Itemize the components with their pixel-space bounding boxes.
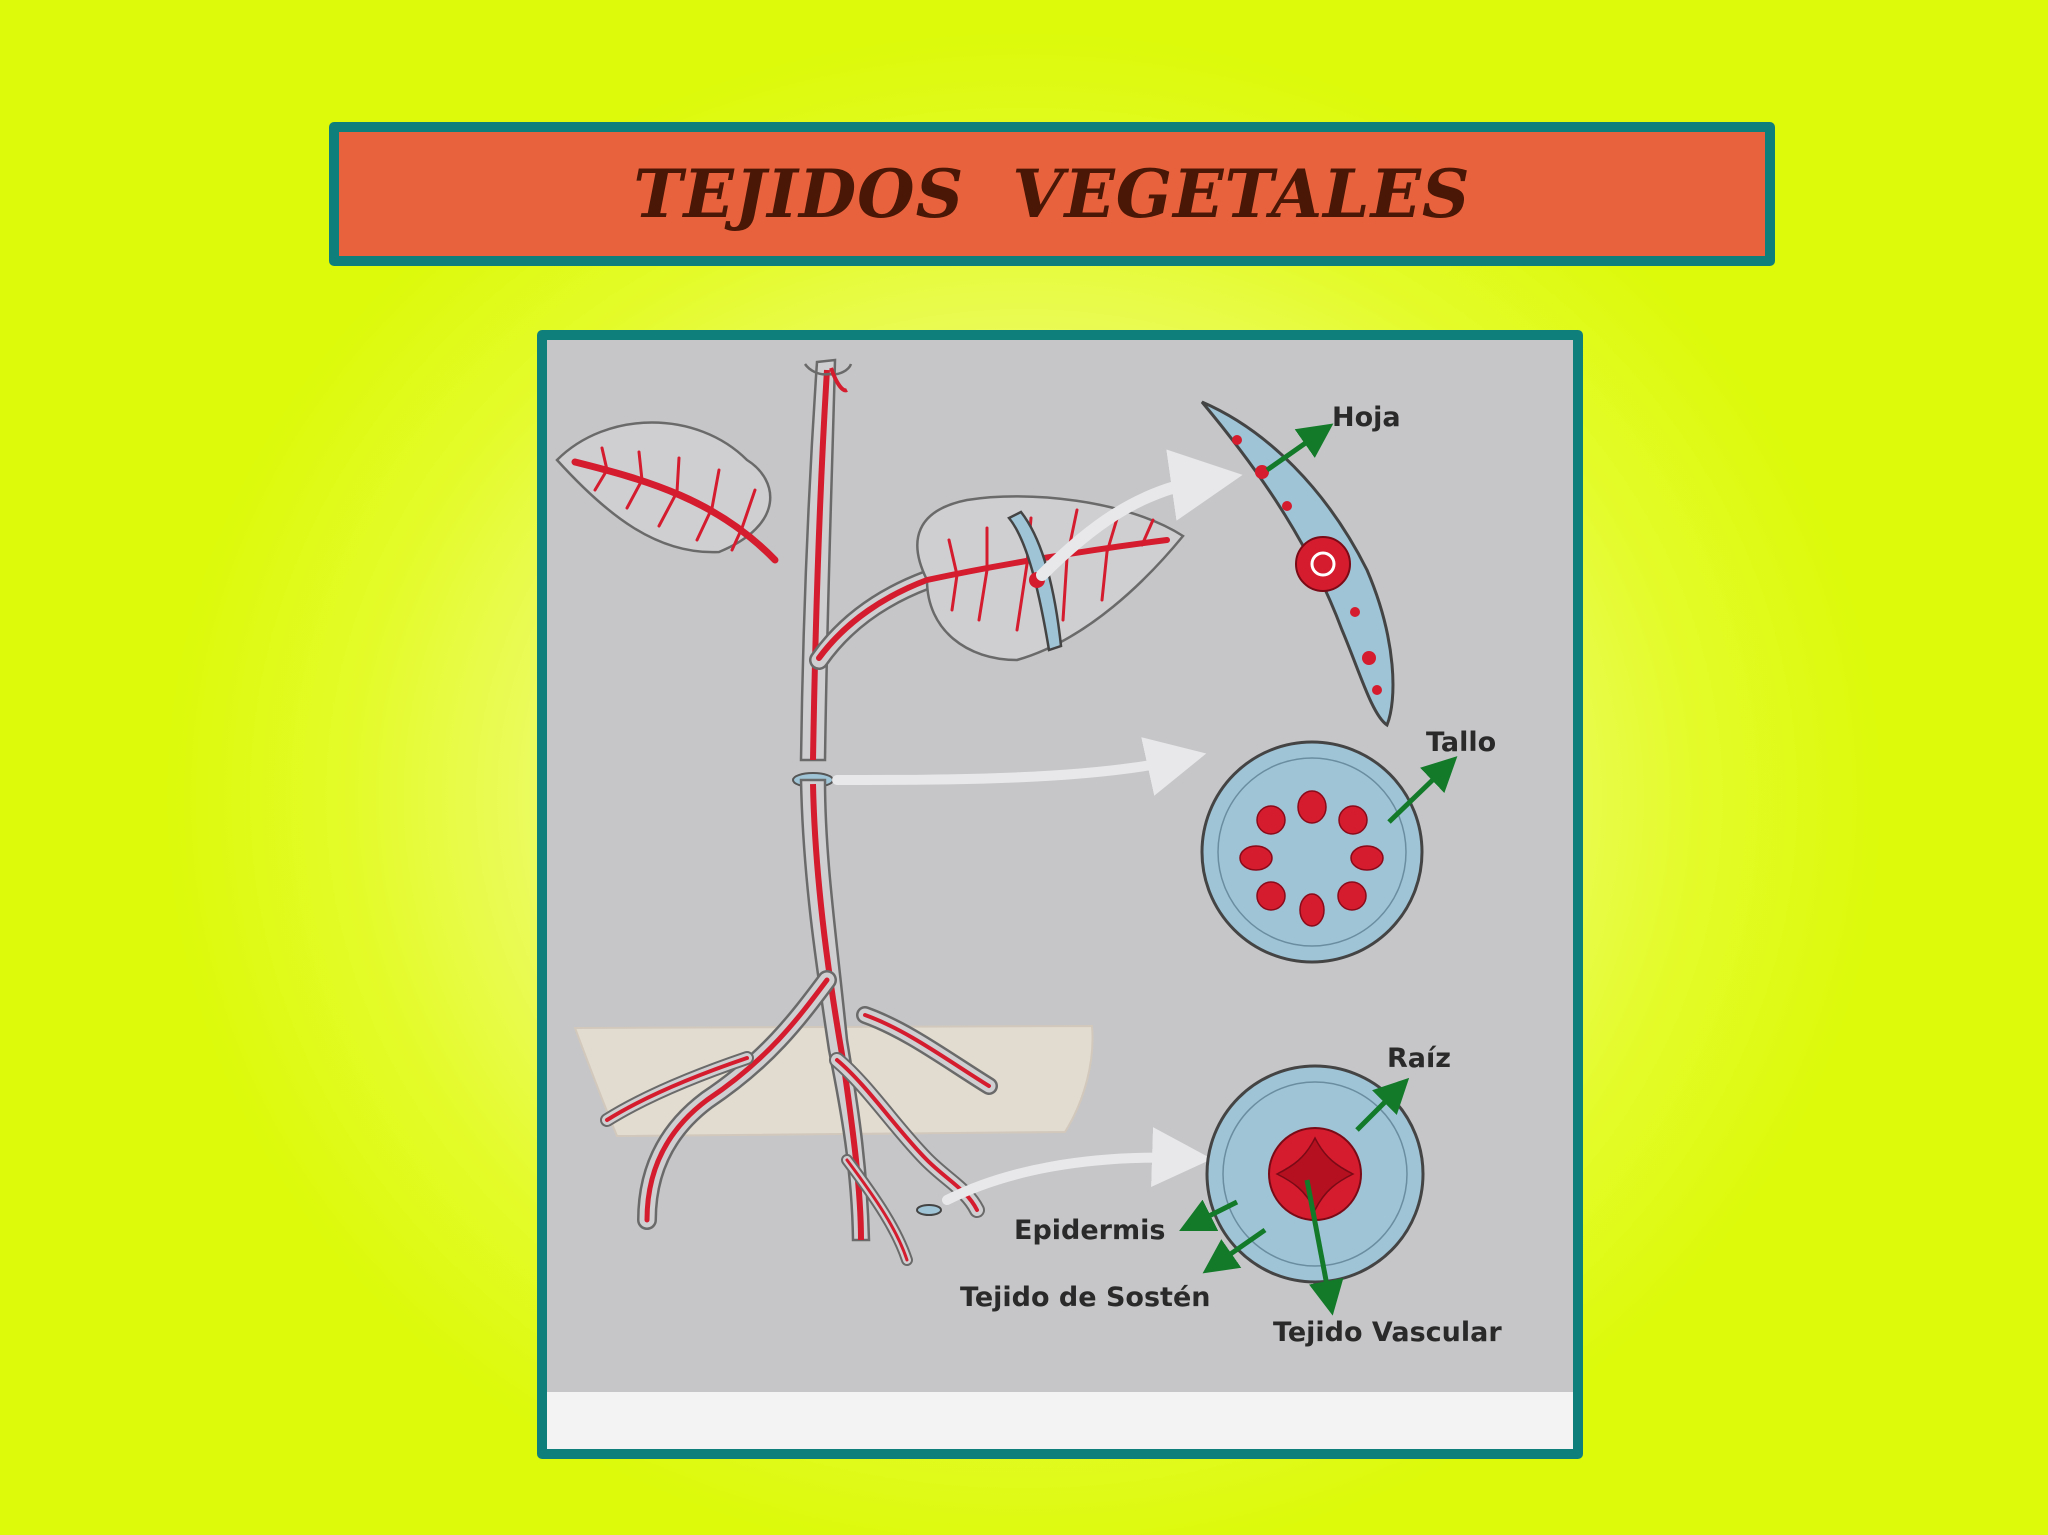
upper-left-leaf bbox=[555, 421, 779, 564]
leaf-cross-section bbox=[1200, 400, 1395, 728]
root-cross-section bbox=[1179, 1064, 1425, 1316]
bottom-strip bbox=[547, 1392, 1573, 1449]
plant-root bbox=[600, 778, 998, 1266]
label-stem: Tallo bbox=[1426, 727, 1496, 758]
slide-title: TEJIDOS VEGETALES bbox=[633, 155, 1471, 233]
title-banner: TEJIDOS VEGETALES bbox=[329, 122, 1775, 266]
plant-illustration bbox=[555, 358, 1185, 1266]
label-root: Raíz bbox=[1387, 1043, 1451, 1074]
plant-stem bbox=[792, 358, 937, 788]
diagram-canvas: Hoja Tallo bbox=[547, 358, 1573, 1449]
label-leaf: Hoja bbox=[1332, 402, 1401, 433]
lower-right-leaf bbox=[916, 495, 1185, 662]
callout-arrows bbox=[832, 449, 1243, 1205]
label-epidermis: Epidermis bbox=[1014, 1215, 1165, 1246]
stem-cross-section bbox=[1200, 740, 1458, 964]
plant-tissue-diagram: Hoja Tallo bbox=[537, 330, 1583, 1459]
label-support-tissue: Tejido de Sostén bbox=[960, 1282, 1210, 1313]
label-vascular-tissue: Tejido Vascular bbox=[1273, 1317, 1502, 1348]
